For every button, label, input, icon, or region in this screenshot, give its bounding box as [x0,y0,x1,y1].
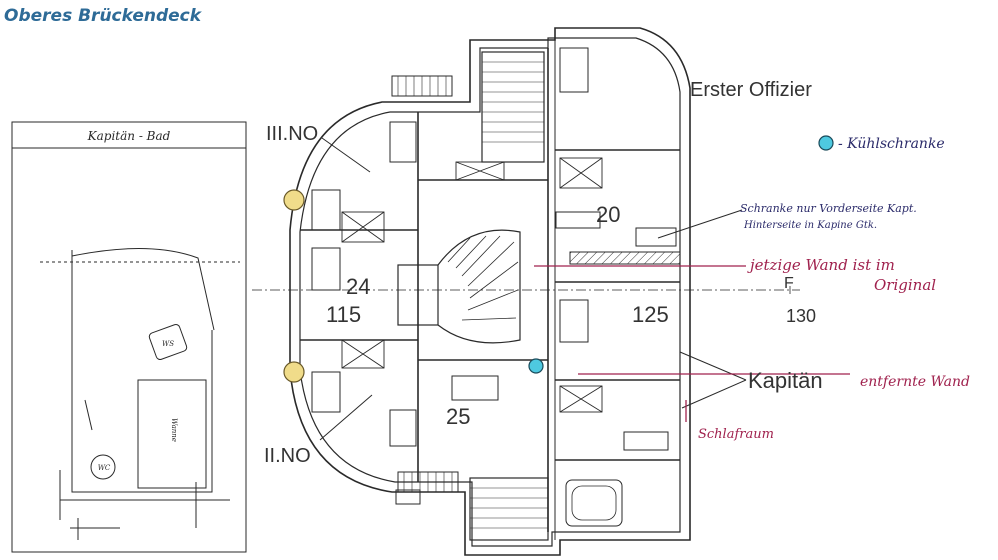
annotation-bedroom: Schlafraum [698,427,774,442]
crossed-boxes [341,157,603,413]
fridge-marker-plan [528,358,544,374]
sketch-wash-basin [148,323,188,361]
room-number-25: 25 [446,404,470,429]
annotation-wall-line1: jetzige Wand ist im [747,256,895,274]
hull-outline [289,27,691,556]
porthole-lower [283,361,305,383]
frame-number-130: 130 [786,306,816,326]
bottom-railing-bars [403,472,453,492]
room-number-125: 125 [632,302,669,327]
sketch-door-line [84,399,93,431]
top-stair-steps [482,61,544,143]
sketch-curved-wall [71,248,215,331]
sketch-frame [11,121,247,553]
bottom-stairwell [469,477,549,541]
stair-landing [397,264,439,326]
top-railing-bars [397,76,447,96]
sketch-tub-label: Wanne [170,418,178,442]
label-second-officer: II.NO [264,445,311,467]
label-third-officer: III.NO [266,123,318,145]
floor-plan [252,27,800,556]
page-title: Oberes Brückendeck [4,6,202,26]
porthole-upper [283,189,305,211]
spiral-stair [437,229,521,344]
captain-bathtub-inner [571,485,617,521]
sketch-wc-label: WC [98,464,111,472]
room-number-24: 24 [346,274,370,299]
hatched-wall [569,251,681,265]
annotation-removed-wall: entfernte Wand [860,374,970,390]
frame-letter: F [784,275,794,292]
label-pointers [319,137,747,441]
sketch-title: Kapitän - Bad [87,129,171,143]
bottom-stair-steps [470,487,548,529]
room-number-20: 20 [596,202,620,227]
sketch-bathtub [137,379,207,489]
hull-inner-wall [299,37,681,547]
annotation-cabinets-line1: Schranke nur Vorderseite Kapt. [740,202,917,215]
stair-steps [447,235,519,321]
red-marks [534,265,850,422]
label-first-officer: Erster Offizier [690,79,812,101]
annotation-wall-line2: Original [874,276,936,294]
fridge-legend-marker [818,135,834,151]
label-captain: Kapitän [748,368,823,393]
captain-bathtub [565,479,623,527]
annotation-fridges: - Kühlschranke [838,136,945,152]
sketch-room-walls [71,250,213,493]
room-number-115: 115 [326,302,361,327]
sketch-ws-label: WS [162,340,174,348]
annotation-cabinets-line2: Hinterseite in Kapine Gtk. [743,220,877,231]
bathroom-sketch [11,121,247,553]
sketch-toilet [90,454,116,480]
top-stairwell [481,51,545,163]
